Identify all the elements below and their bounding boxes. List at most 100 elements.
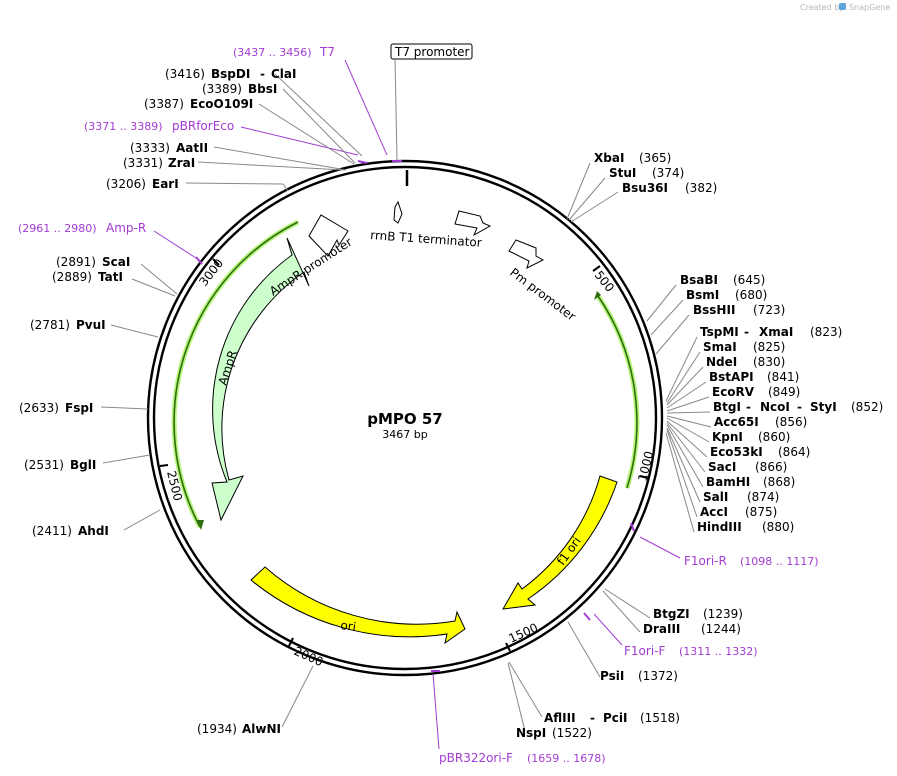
svg-text:(1934): (1934) — [197, 722, 237, 736]
svg-text:StyI: StyI — [810, 400, 837, 414]
svg-text:(645): (645) — [733, 273, 765, 287]
primer-f1ori-f-name: F1ori-F — [624, 644, 665, 658]
primer-amp-r: (2961 .. 2980) Amp-R — [18, 221, 203, 265]
ampr-promoter-arrow — [308, 214, 349, 257]
site-btgzi: BtgZI(1239) — [653, 607, 743, 621]
svg-text:ScaI: ScaI — [102, 255, 130, 269]
pm-orf-arc — [597, 295, 638, 489]
svg-text:(2633): (2633) — [19, 401, 59, 415]
site-zrai: (3331)ZraI — [123, 156, 195, 170]
primer-t7-name: T7 — [319, 45, 335, 59]
backbone-inner-ring — [152, 165, 658, 671]
site-stui: StuI(374) — [609, 166, 684, 180]
svg-text:BsaBI: BsaBI — [680, 273, 718, 287]
svg-text:(2891): (2891) — [56, 255, 96, 269]
svg-text:(1239): (1239) — [703, 607, 743, 621]
site-sali: SalI(874) — [703, 490, 779, 504]
plasmid-size: 3467 bp — [382, 428, 427, 441]
credit-prefix: Created by — [800, 3, 844, 12]
svg-text:(365): (365) — [639, 151, 671, 165]
pm-promoter-label: Pm promoter — [507, 265, 578, 323]
svg-text:DraIII: DraIII — [643, 622, 680, 636]
svg-text:-: - — [260, 67, 265, 81]
svg-text:ClaI: ClaI — [271, 67, 296, 81]
svg-text:-: - — [590, 711, 595, 725]
tick-label-500: 500 — [592, 268, 617, 295]
primer-f1ori-r-range: (1098 .. 1117) — [740, 555, 819, 568]
svg-text:(866): (866) — [755, 460, 787, 474]
svg-text:BbsI: BbsI — [248, 82, 277, 96]
site-bspdi-clai: (3416)BspDI-ClaI — [165, 67, 296, 81]
svg-text:ZraI: ZraI — [168, 156, 195, 170]
primer-pbrforeco: (3371 .. 3389) pBRforEco — [84, 119, 368, 164]
svg-text:PsiI: PsiI — [600, 669, 624, 683]
primer-pbrforeco-range: (3371 .. 3389) — [84, 120, 163, 133]
primer-amp-r-name: Amp-R — [106, 221, 146, 235]
site-bbsi: (3389) BbsI — [202, 82, 277, 96]
tick-label-2000: 2000 — [292, 644, 326, 669]
primer-amp-r-range: (2961 .. 2980) — [18, 222, 97, 235]
svg-text:BglI: BglI — [70, 458, 96, 472]
site-ndei: NdeI(830) — [706, 355, 785, 369]
site-acci: AccI(875) — [700, 505, 777, 519]
credit-brand: SnapGene — [849, 3, 890, 12]
amp-orf-arrowhead — [196, 520, 204, 530]
svg-text:(830): (830) — [753, 355, 785, 369]
svg-text:BspDI: BspDI — [211, 67, 250, 81]
svg-text:Eco53kI: Eco53kI — [710, 445, 763, 459]
site-ahdi: (2411)AhdI — [32, 524, 109, 538]
tick-label-1000: 1000 — [635, 450, 656, 483]
primer-pbr322ori-f-range: (1659 .. 1678) — [527, 752, 606, 765]
svg-text:TatI: TatI — [98, 270, 123, 284]
svg-text:(825): (825) — [753, 340, 785, 354]
svg-text:AflIII: AflIII — [544, 711, 576, 725]
svg-text:(875): (875) — [745, 505, 777, 519]
backbone-outer-ring — [146, 159, 664, 677]
sites-right: XbaI(365) StuI(374) Bsu36I(382) BsaBI(64… — [516, 151, 883, 740]
svg-text:SacI: SacI — [708, 460, 736, 474]
svg-text:(3206): (3206) — [106, 177, 146, 191]
svg-text:FspI: FspI — [65, 401, 93, 415]
svg-text:BsmI: BsmI — [686, 288, 719, 302]
site-psii: PsiI(1372) — [600, 669, 678, 683]
svg-text:SmaI: SmaI — [703, 340, 737, 354]
site-bstapi: BstAPI(841) — [709, 370, 799, 384]
svg-text:(880): (880) — [762, 520, 794, 534]
svg-text:Acc65I: Acc65I — [714, 415, 759, 429]
primer-pbr322ori-f-name: pBR322ori-F — [439, 751, 513, 765]
svg-text:BamHI: BamHI — [706, 475, 750, 489]
svg-text:StuI: StuI — [609, 166, 636, 180]
primer-f1ori-f-range: (1311 .. 1332) — [679, 645, 758, 658]
site-bsabi: BsaBI (645) — [680, 273, 765, 287]
primer-pbr322ori-f: pBR322ori-F (1659 .. 1678) — [431, 670, 606, 765]
site-ecorv: EcoRV(849) — [712, 385, 800, 399]
svg-text:NcoI: NcoI — [760, 400, 790, 414]
svg-text:NspI: NspI — [516, 726, 546, 740]
svg-text:EcoO109I: EcoO109I — [190, 97, 253, 111]
svg-text:XmaI: XmaI — [759, 325, 793, 339]
site-acc65i: Acc65I(856) — [714, 415, 807, 429]
site-bsu36i: Bsu36I(382) — [622, 181, 717, 195]
pm-orf-halo — [595, 294, 640, 489]
svg-text:(3333): (3333) — [130, 141, 170, 155]
svg-text:BstAPI: BstAPI — [709, 370, 754, 384]
primer-f1ori-r: F1ori-R (1098 .. 1117) — [630, 522, 819, 568]
f1-ori-arrow — [502, 475, 618, 610]
site-alwni: (1934)AlwNI — [197, 722, 281, 736]
svg-text:PvuI: PvuI — [76, 318, 106, 332]
svg-text:(723): (723) — [753, 303, 785, 317]
svg-text:BssHII: BssHII — [693, 303, 735, 317]
svg-text:Bsu36I: Bsu36I — [622, 181, 668, 195]
tick-500: 500 — [592, 265, 617, 295]
site-btgi-ncoi-styi: BtgI-NcoI-StyI(852) — [713, 400, 883, 414]
svg-text:AatII: AatII — [176, 141, 208, 155]
svg-text:(823): (823) — [810, 325, 842, 339]
sites-left: (1934)AlwNI (2411)AhdI (2531)BglI (2633)… — [19, 67, 296, 736]
svg-text:(3387): (3387) — [144, 97, 184, 111]
site-kpni: KpnI(860) — [712, 430, 790, 444]
t7-promoter-box — [390, 43, 473, 60]
svg-text:(868): (868) — [763, 475, 795, 489]
svg-text:-: - — [744, 325, 749, 339]
site-eco53ki: Eco53kI(864) — [710, 445, 810, 459]
svg-text:(3389): (3389) — [202, 82, 242, 96]
